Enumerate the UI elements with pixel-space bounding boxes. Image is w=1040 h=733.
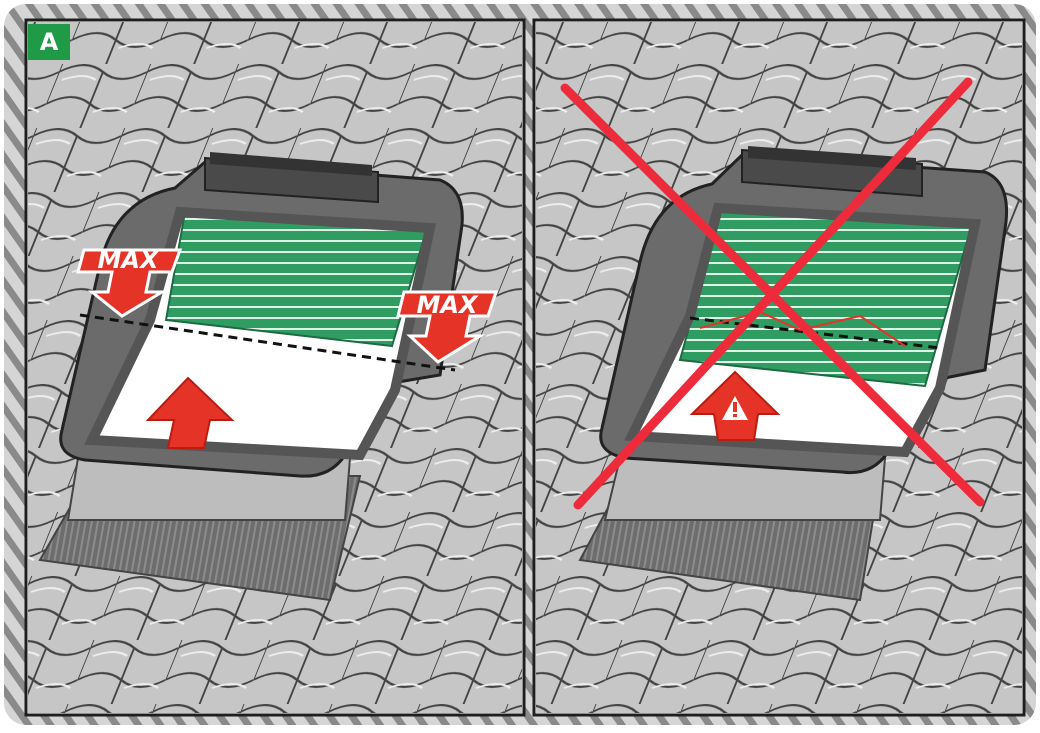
up-arrow-icon [145,376,235,449]
left-panel: MAX MAX A [24,18,526,717]
damage-line [699,310,906,347]
max-arrow-right: MAX [396,290,499,364]
max-label-right: MAX [417,291,479,319]
max-line [79,313,456,372]
right-panel [532,18,1026,717]
prohibition-cross [560,77,985,510]
max-label-left: MAX [98,246,160,274]
figure-label-badge [28,24,70,60]
max-arrow-left: MAX [76,246,183,318]
figure-label: A [40,28,59,56]
warning-arrow [689,370,781,441]
